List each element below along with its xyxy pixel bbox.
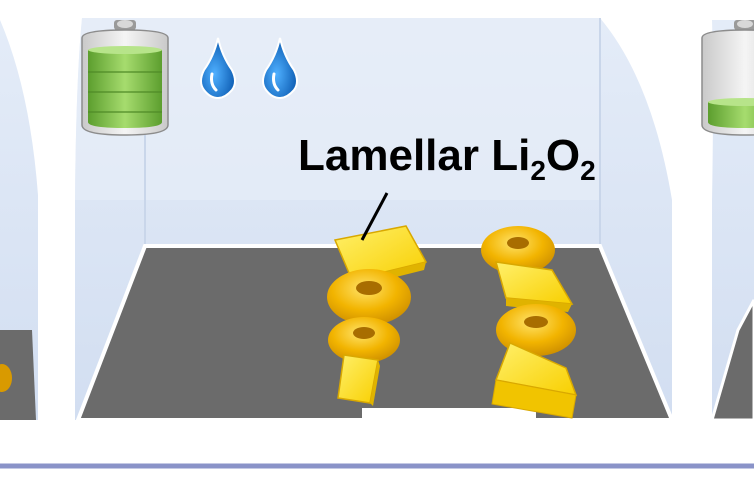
annotation-mid: O: [546, 131, 580, 180]
annotation-leader-line: [360, 192, 389, 241]
left-panel-floor: [0, 330, 36, 420]
center-panel-back-wall: [75, 18, 600, 200]
electrode-gap: [362, 408, 536, 422]
annotation-main: Lamellar Li: [298, 131, 530, 180]
left-panel: [0, 20, 38, 420]
annotation-sub2: 2: [580, 155, 596, 186]
left-panel-wall: [0, 20, 38, 420]
water-drop-icon: [200, 37, 236, 100]
annotation-label: Lamellar Li2O2: [298, 131, 596, 186]
li2o2-stack-left: [327, 225, 428, 406]
right-panel-floor: [710, 299, 754, 422]
annotation-sub1: 2: [530, 155, 546, 186]
water-drop-icon: [262, 37, 298, 100]
battery-low-icon: [701, 20, 754, 136]
battery-full-icon: [81, 20, 169, 136]
left-panel-particle: [0, 364, 12, 392]
lamellar-plate-edge: [370, 360, 380, 406]
lamellar-plate-edge: [491, 379, 577, 419]
toroid-particle: [327, 269, 411, 325]
li2o2-stack-right: [481, 226, 578, 419]
toroid-particle: [328, 317, 400, 363]
toroid-particle: [496, 304, 576, 356]
